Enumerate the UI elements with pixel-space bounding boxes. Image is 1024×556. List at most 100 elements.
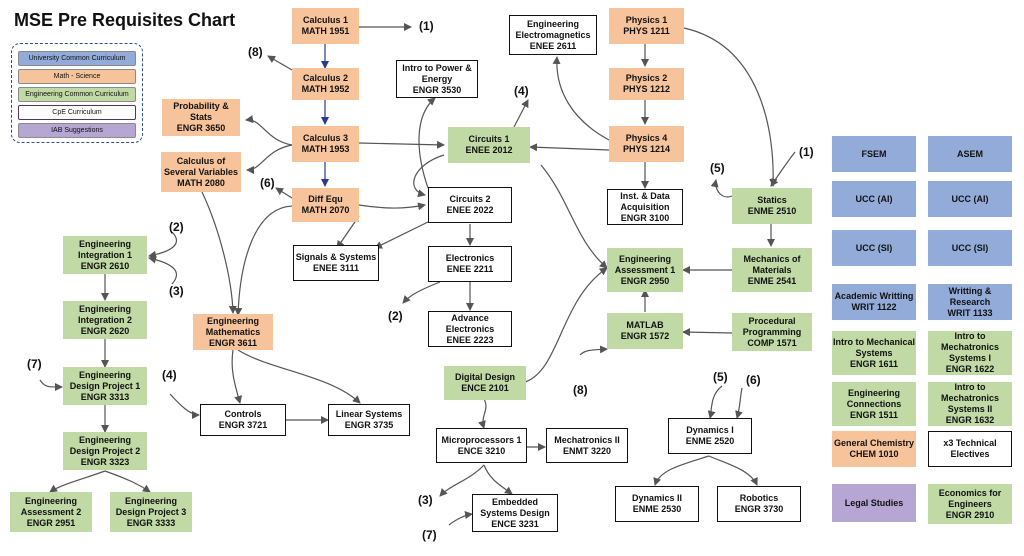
- course-code: ENGR 2950: [620, 275, 670, 286]
- course-name: Engineering Electromagnetics: [515, 18, 591, 40]
- course-code: ENGR 2910: [945, 509, 995, 520]
- course-code: COMP 1571: [747, 337, 797, 348]
- course-name: Engineering Mathematics: [205, 315, 261, 337]
- course-name: Robotics: [739, 493, 779, 503]
- ref-label: (5): [713, 370, 728, 384]
- course-code: ENGR 2620: [80, 325, 130, 336]
- course-name: Signals & Systems: [295, 252, 377, 262]
- course-ucc-si-2[interactable]: UCC (SI): [928, 230, 1012, 266]
- course-name: Economics for Engineers: [938, 487, 1002, 509]
- ref-label: (2): [169, 220, 184, 234]
- ref-label: (6): [746, 373, 761, 387]
- course-code: ENGR 2951: [26, 517, 76, 528]
- course-name: MATLAB: [626, 320, 664, 330]
- course-code: ENME 2510: [747, 206, 797, 216]
- course-code: PHYS 1212: [622, 84, 671, 94]
- course-code: ENGR 3650: [176, 123, 226, 133]
- course-name: Diff Equ: [308, 194, 343, 204]
- course-code: ENEE 2022: [446, 205, 494, 215]
- course-code: ENCE 3231: [491, 518, 539, 529]
- course-legal-studies[interactable]: Legal Studies: [832, 484, 916, 522]
- course-ucc-ai-2[interactable]: UCC (AI): [928, 181, 1012, 217]
- course-code: ENME 2530: [632, 504, 682, 514]
- course-name: Dynamics I: [686, 425, 734, 435]
- course-name: Dynamics II: [631, 493, 683, 503]
- course-name: Digital Design: [454, 372, 515, 382]
- course-name: Writting & Research: [948, 285, 992, 307]
- course-code: ENGR 3323: [80, 456, 130, 467]
- course-asem[interactable]: ASEM: [928, 136, 1012, 172]
- course-ucc-ai-1[interactable]: UCC (AI): [832, 181, 916, 217]
- course-code: ENGR 1572: [620, 331, 670, 341]
- course-name: Probability & Stats: [173, 101, 229, 122]
- ref-label: (2): [388, 309, 403, 323]
- course-code: ENGR 3530: [412, 84, 462, 95]
- course-technical-electives[interactable]: x3 Technical Electives: [928, 431, 1012, 467]
- course-name: Intro to Mechatronics Systems I: [940, 331, 1000, 363]
- legend: University Common Curriculum Math - Scie…: [11, 43, 143, 143]
- course-fsem[interactable]: FSEM: [832, 136, 916, 172]
- course-code: MATH 1951: [301, 26, 350, 36]
- course-name: UCC (AI): [855, 193, 893, 204]
- course-name: Calculus 1: [302, 15, 349, 25]
- course-name: Statics: [757, 195, 787, 205]
- course-ucc-si-1[interactable]: UCC (SI): [832, 230, 916, 266]
- course-code: MATH 1953: [301, 144, 350, 154]
- course-code: CHEM 1010: [849, 449, 899, 459]
- course-name: Physics 1: [625, 15, 668, 25]
- course-code: ENME 2520: [685, 436, 735, 446]
- course-name: Microprocessors 1: [441, 434, 522, 445]
- course-name: Intro to Power & Energy: [402, 62, 472, 84]
- ref-label: (3): [169, 284, 184, 298]
- ref-label: (7): [27, 357, 42, 371]
- course-name: Mechanics of Materials: [743, 253, 801, 275]
- course-name: Legal Studies: [844, 497, 904, 508]
